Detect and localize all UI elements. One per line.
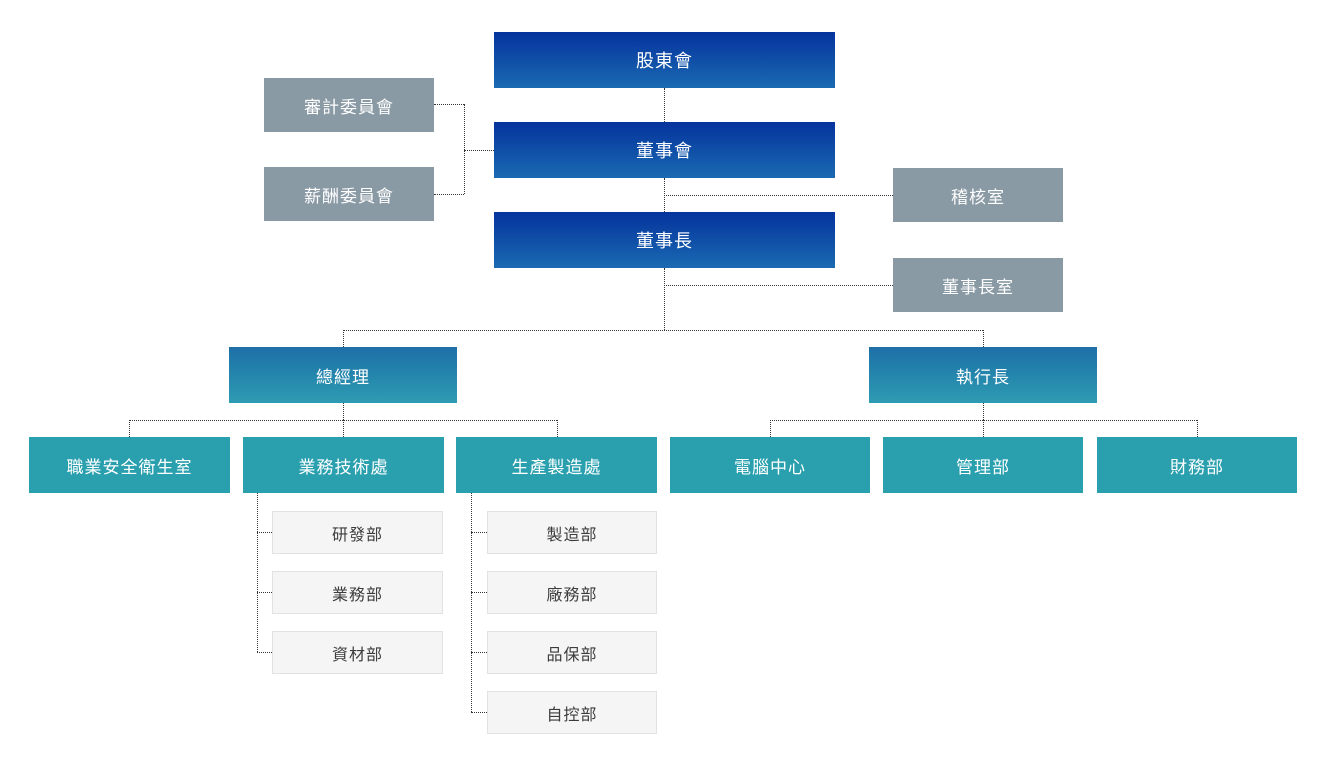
org-node-audit-office: 稽核室 xyxy=(893,168,1063,222)
org-node-label: 董事長 xyxy=(636,231,693,251)
org-node-label: 研發部 xyxy=(331,526,383,544)
connector-chairman-down xyxy=(664,268,665,330)
org-node-label: 總經理 xyxy=(316,367,370,387)
org-node-auto-control-dept: 自控部 xyxy=(487,691,657,734)
connector-manufacturing-dept-stub xyxy=(471,532,487,533)
org-node-label: 電腦中心 xyxy=(734,457,806,477)
org-node-board: 董事會 xyxy=(494,122,835,178)
org-node-label: 資材部 xyxy=(331,646,383,664)
org-node-label: 稽核室 xyxy=(951,187,1005,207)
org-node-business-tech: 業務技術處 xyxy=(243,437,444,493)
connector-sales-dept-stub xyxy=(257,592,272,593)
org-node-rd-dept: 研發部 xyxy=(272,511,443,554)
org-node-sales-dept: 業務部 xyxy=(272,571,443,614)
org-node-label: 自控部 xyxy=(546,706,598,724)
connector-admin-dept-stub xyxy=(983,420,984,437)
org-node-label: 業務技術處 xyxy=(298,457,389,477)
connector-committee-bracket xyxy=(464,104,465,194)
org-node-label: 薪酬委員會 xyxy=(304,186,394,206)
connector-board-audit-office xyxy=(664,195,893,196)
org-node-label: 執行長 xyxy=(956,367,1010,387)
org-node-finance-dept: 財務部 xyxy=(1097,437,1297,493)
org-node-label: 審計委員會 xyxy=(304,97,394,117)
org-node-plant-dept: 廠務部 xyxy=(487,571,657,614)
org-node-label: 業務部 xyxy=(331,586,383,604)
connector-materials-dept-stub xyxy=(257,652,272,653)
connector-auto-control-dept-stub xyxy=(471,712,487,713)
org-node-materials-dept: 資材部 xyxy=(272,631,443,674)
org-node-compensation-committee: 薪酬委員會 xyxy=(264,167,434,221)
connector-ceo-stub xyxy=(983,330,984,347)
connector-finance-dept-stub xyxy=(1197,420,1198,437)
connector-gm-ceo-rail xyxy=(343,330,983,331)
org-node-computer-center: 電腦中心 xyxy=(670,437,870,493)
org-node-label: 財務部 xyxy=(1170,457,1224,477)
org-node-label: 品保部 xyxy=(546,646,598,664)
org-node-ceo: 執行長 xyxy=(869,347,1097,403)
connector-rd-dept-stub xyxy=(257,532,272,533)
org-node-label: 生產製造處 xyxy=(511,457,602,477)
connector-business-tech-stub xyxy=(343,420,344,437)
org-node-occupational-safety: 職業安全衛生室 xyxy=(29,437,230,493)
connector-production-stub xyxy=(557,420,558,437)
org-node-audit-committee: 審計委員會 xyxy=(264,78,434,132)
org-node-production: 生產製造處 xyxy=(456,437,657,493)
org-node-chairman: 董事長 xyxy=(494,212,835,268)
connector-business-tech-children xyxy=(257,493,258,652)
connector-plant-dept-stub xyxy=(471,592,487,593)
org-node-label: 製造部 xyxy=(546,526,598,544)
org-node-label: 職業安全衛生室 xyxy=(66,457,193,477)
connector-committees-board xyxy=(464,150,494,151)
connector-shareholders-board xyxy=(664,88,665,122)
connector-safety-stub xyxy=(129,420,130,437)
connector-production-children xyxy=(471,493,472,712)
connector-gm-stub xyxy=(343,330,344,347)
connector-audit-committee-stub xyxy=(434,104,464,105)
connector-computer-center-stub xyxy=(770,420,771,437)
connector-qa-dept-stub xyxy=(471,652,487,653)
org-node-chairman-office: 董事長室 xyxy=(893,258,1063,312)
connector-compensation-committee-stub xyxy=(434,194,464,195)
org-node-qa-dept: 品保部 xyxy=(487,631,657,674)
connector-gm-down xyxy=(343,403,344,420)
org-node-label: 股東會 xyxy=(636,51,693,71)
org-node-label: 管理部 xyxy=(956,457,1010,477)
connector-chairman-office xyxy=(664,285,893,286)
connector-ceo-down xyxy=(983,403,984,420)
org-node-label: 廠務部 xyxy=(546,586,598,604)
org-node-admin-dept: 管理部 xyxy=(883,437,1083,493)
org-node-manufacturing-dept: 製造部 xyxy=(487,511,657,554)
org-node-shareholders: 股東會 xyxy=(494,32,835,88)
org-node-label: 董事長室 xyxy=(942,277,1014,297)
org-node-label: 董事會 xyxy=(636,141,693,161)
org-node-general-manager: 總經理 xyxy=(229,347,457,403)
